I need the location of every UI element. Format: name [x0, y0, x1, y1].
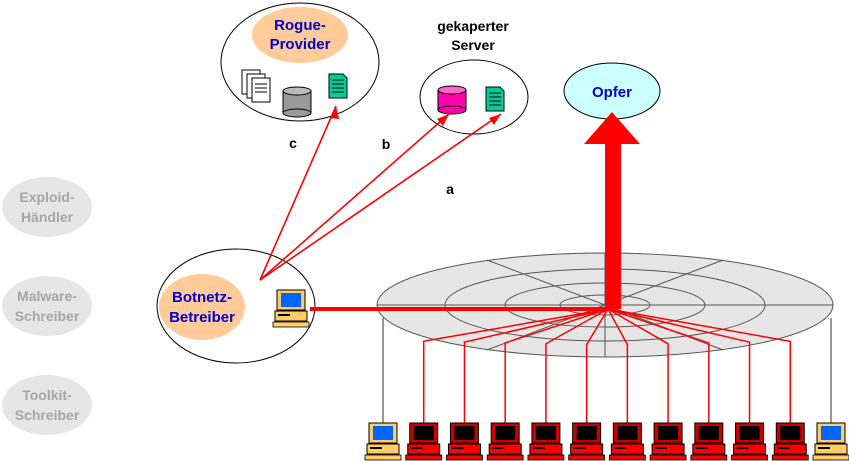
bot-link: [607, 308, 669, 430]
bot-link: [607, 308, 751, 430]
database-icon: [437, 85, 467, 115]
attack-arrow: [584, 112, 640, 309]
arrow-label-b: b: [382, 136, 391, 152]
bot-link: [463, 308, 609, 430]
computer-icon: [690, 422, 728, 461]
hijacked-server-group: gekaperter Server: [419, 18, 529, 135]
bot-link: [504, 308, 609, 430]
bot-link: [545, 308, 609, 430]
document-icon: [485, 86, 505, 112]
computer-icon: [771, 422, 809, 461]
role-malware-writer: Malware- Schreiber: [2, 276, 92, 336]
bot-link: [607, 308, 629, 430]
computer-icon: [608, 422, 646, 461]
botnet-operator-line2: Betreiber: [169, 309, 235, 326]
computer-icon: [486, 422, 524, 461]
role-toolkit-writer-line2: Schreiber: [15, 407, 80, 423]
botnet-operator-group: Botnetz- Betreiber: [156, 248, 316, 364]
botnet-operator-badge: [159, 274, 245, 340]
computer-icon: [405, 422, 443, 461]
computer-icon: [527, 422, 565, 461]
role-exploit-dealer: Exploid- Händler: [2, 177, 92, 237]
computer-icon: [812, 422, 849, 461]
arrows-commands: [259, 105, 502, 281]
role-exploit-dealer-line2: Händler: [21, 209, 74, 225]
arrow-a: [259, 113, 502, 281]
role-exploit-dealer-line1: Exploid-: [19, 189, 75, 205]
role-toolkit-writer-line1: Toolkit-: [22, 387, 72, 403]
bot-link: [607, 308, 710, 430]
computer-icon: [364, 422, 402, 461]
rogue-provider-line2: Provider: [270, 36, 331, 53]
role-toolkit-writer: Toolkit- Schreiber: [2, 375, 92, 435]
hijacked-server-line2: Server: [451, 37, 495, 53]
hijacked-server-line1: gekaperter: [437, 18, 509, 34]
role-malware-writer-line1: Malware-: [17, 288, 77, 304]
victim-node: Opfer: [563, 62, 661, 120]
computer-icon: [445, 422, 483, 461]
database-icon: [282, 86, 312, 118]
document-stack-icon: [241, 69, 271, 103]
rogue-provider-badge: [252, 7, 348, 63]
computer-icon: [272, 289, 310, 328]
computer-icon: [568, 422, 606, 461]
rogue-provider-line1: Rogue-: [274, 17, 326, 34]
role-malware-writer-line2: Schreiber: [15, 308, 80, 324]
arrow-label-a: a: [446, 181, 454, 197]
bot-connections: [382, 308, 832, 430]
bot-link: [422, 308, 609, 430]
bot-computers: [364, 422, 849, 461]
bot-link: [585, 308, 609, 430]
victim-label: Opfer: [592, 84, 632, 101]
arrow-c: [259, 105, 337, 281]
arrow-b: [259, 113, 450, 281]
rogue-provider-group: Rogue- Provider: [220, 2, 380, 122]
computer-icon: [731, 422, 769, 461]
document-icon: [328, 73, 348, 99]
bot-link: [607, 308, 792, 430]
botnet-operator-line1: Botnetz-: [172, 289, 232, 306]
computer-icon: [649, 422, 687, 461]
arrow-label-c: c: [289, 135, 297, 151]
